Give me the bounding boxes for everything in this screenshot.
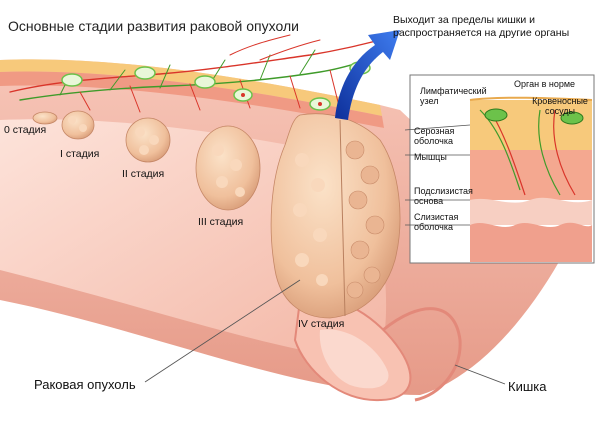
stage-label-1: I стадия: [60, 148, 100, 160]
tumor-stage-3: [195, 125, 261, 211]
inset-serosa: Серозная оболочка: [414, 126, 455, 147]
intestine-label: Кишка: [508, 379, 547, 394]
diagram-title: Основные стадии развития раковой опухоли: [8, 18, 299, 34]
inset-muscles: Мышцы: [414, 152, 447, 162]
stage-label-3: III стадия: [198, 216, 244, 228]
inset-lymph-node: Лимфатический узел: [420, 86, 487, 107]
tumor-stage-0: [32, 111, 58, 125]
tumor-stage-4: [270, 113, 401, 319]
tumor-label: Раковая опухоль: [34, 377, 136, 392]
stage-label-2: II стадия: [122, 168, 165, 180]
tumor-stage-2: [125, 117, 171, 163]
spread-arrow: [335, 30, 400, 120]
inset-normal-organ: [404, 74, 595, 264]
stage-label-4: IV стадия: [298, 318, 345, 330]
inset-blood-vessels: Кровеносные сосуды: [532, 96, 588, 117]
tumor-stage-1: [61, 110, 95, 140]
tumor-leader-line: [144, 279, 301, 383]
intestine-leader-line: [454, 364, 506, 385]
stage-label-0: 0 стадия: [4, 124, 47, 136]
inset-organ-normal: Орган в норме: [514, 79, 576, 89]
spread-note: Выходит за пределы кишки и распространяе…: [393, 14, 570, 40]
inset-submucosa: Подслизистая основа: [414, 186, 473, 207]
inset-mucosa: Слизистая оболочка: [414, 212, 459, 233]
